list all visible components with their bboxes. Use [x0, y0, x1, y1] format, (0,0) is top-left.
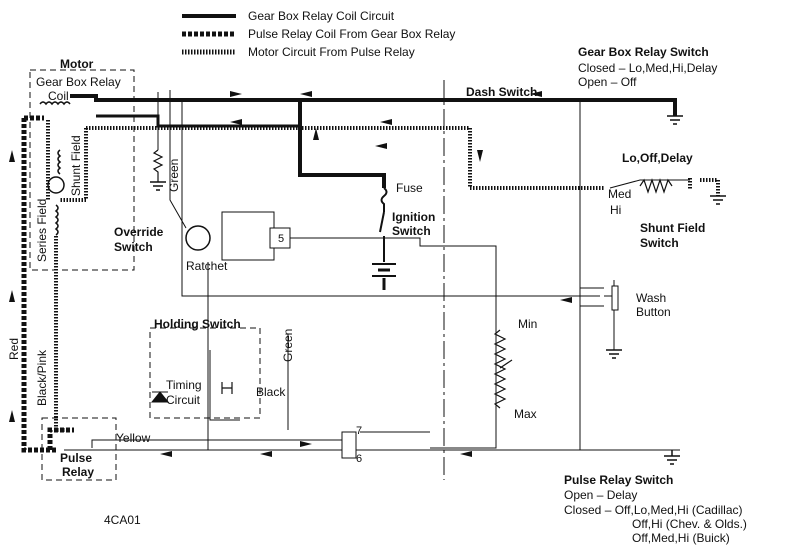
- override-switch-label: Override: [114, 225, 164, 239]
- relay-coil-symbol: [39, 101, 71, 106]
- holding-switch-box: [149, 327, 261, 419]
- legend-pulse-relay-coil: Pulse Relay Coil From Gear Box Relay: [248, 27, 455, 41]
- black-label: Black: [256, 385, 286, 399]
- series-field-coil-symbol: [54, 204, 59, 236]
- timing-label: Timing: [166, 378, 202, 392]
- gear-box-switch-open: Open – Off: [578, 75, 637, 89]
- variable-resistor: [493, 329, 507, 409]
- terminal-block: [269, 227, 291, 249]
- battery-symbol: [372, 263, 396, 290]
- series-field-label: Series Field: [35, 199, 49, 262]
- fuse-label: Fuse: [396, 181, 423, 195]
- green-label-2: Green: [281, 329, 295, 362]
- motor-assembly: Motor Gear Box Relay Coil Shunt Field Se…: [29, 57, 135, 271]
- hi-label: Hi: [610, 203, 621, 217]
- shunt-field-switch-label: Shunt Field: [640, 221, 705, 235]
- timing-label-2: Circuit: [166, 393, 201, 407]
- flow-arrows: [9, 91, 572, 457]
- pulse-relay-switch-closed-3: Off,Med,Hi (Buick): [632, 531, 730, 545]
- shunt-field-label: Shunt Field: [69, 135, 83, 196]
- min-label: Min: [518, 317, 537, 331]
- ignition-switch-label: Ignition: [392, 210, 435, 224]
- timing-capacitor: [221, 382, 233, 394]
- motor-box: [29, 69, 135, 271]
- pulse-relay-switch-closed-2: Off,Hi (Chev. & Olds.): [632, 517, 747, 531]
- gear-box-switch-title: Gear Box Relay Switch: [578, 45, 709, 59]
- gear-box-switch-closed: Closed – Lo,Med,Hi,Delay: [578, 61, 717, 75]
- green-resistor: [152, 149, 164, 182]
- shunt-resistor: [639, 178, 673, 194]
- wash-button-label-2: Button: [636, 305, 671, 319]
- pulse-relay-switch-closed: Closed – Off,Lo,Med,Hi (Cadillac): [564, 503, 743, 517]
- shunt-field-coil-symbol: [57, 149, 62, 175]
- red-label: Red: [7, 338, 21, 360]
- gear-box-relay-label: Gear Box Relay: [36, 75, 121, 89]
- motor-label: Motor: [60, 57, 94, 71]
- pulse-relay-box: [41, 417, 117, 481]
- ratchet-label: Ratchet: [186, 259, 228, 273]
- legend-motor-circuit: Motor Circuit From Pulse Relay: [248, 45, 415, 59]
- motor-circuit: [46, 120, 720, 432]
- ratchet-box: [221, 211, 275, 261]
- override-switch-label-2: Switch: [114, 240, 153, 254]
- terminal-5-label: 5: [278, 233, 284, 245]
- ignition-switch-label-2: Switch: [392, 224, 431, 238]
- green-label-1: Green: [167, 159, 181, 192]
- shunt-field-switch-label-2: Switch: [640, 236, 679, 250]
- pulse-relay-label: Pulse: [60, 451, 92, 465]
- terminal-7-label: 7: [356, 425, 362, 437]
- figure-id: 4CA01: [104, 513, 141, 527]
- yellow-label: Yellow: [116, 431, 151, 445]
- holding-switch-label: Holding Switch: [154, 317, 241, 331]
- coil-label: Coil: [48, 89, 69, 103]
- motor-armature-icon: [47, 176, 65, 194]
- max-label: Max: [514, 407, 537, 421]
- diode-icon: [150, 391, 170, 403]
- thin-wiring: [64, 90, 690, 451]
- pulse-relay-label-2: Relay: [62, 465, 94, 479]
- wash-button-symbol[interactable]: [611, 285, 619, 311]
- pulse-relay-wire-top: [96, 114, 300, 128]
- lo-off-delay-label: Lo,Off,Delay: [622, 151, 693, 165]
- wash-button-label: Wash: [636, 291, 666, 305]
- pulse-relay-coil-circuit: [21, 115, 74, 453]
- ratchet-wheel-icon: [185, 225, 211, 251]
- ignition-switch-blade: [379, 211, 385, 233]
- ground-icons: [150, 115, 726, 465]
- pulse-relay-switch-open: Open – Delay: [564, 488, 637, 502]
- terminal-block-bottom: [341, 431, 357, 459]
- pulse-relay-switch-title: Pulse Relay Switch: [564, 473, 673, 487]
- legend-gear-box-coil: Gear Box Relay Coil Circuit: [248, 9, 395, 23]
- terminal-6-label: 6: [356, 453, 362, 465]
- black-pink-label: Black/Pink: [35, 349, 49, 406]
- resistor-wiper-arrow: [499, 359, 513, 369]
- fuse-symbol: [380, 187, 388, 212]
- legend: Gear Box Relay Coil Circuit Pulse Relay …: [182, 9, 455, 59]
- dash-switch-label: Dash Switch: [466, 85, 537, 99]
- gear-box-coil-circuit: [70, 94, 677, 188]
- med-label: Med: [608, 187, 631, 201]
